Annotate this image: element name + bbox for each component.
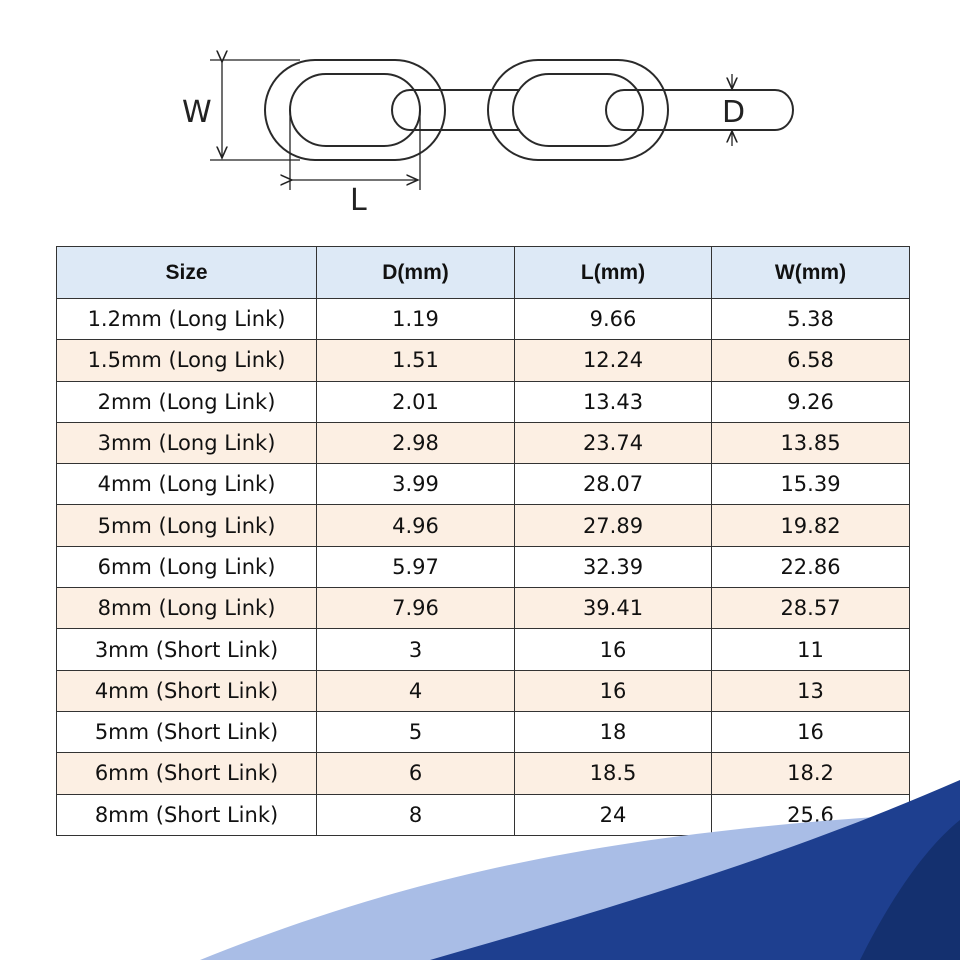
cell-size: 6mm (Long Link): [56, 545, 317, 589]
cell-w: 6.58: [711, 339, 910, 382]
table-row: 3mm (Long Link) 2.98 23.74 13.85: [56, 421, 910, 465]
cell-w: 11: [711, 628, 910, 671]
chain-link-left-inner: [289, 73, 421, 147]
cell-d: 3: [316, 628, 515, 671]
cell-size: 4mm (Long Link): [56, 463, 317, 506]
cell-l: 12.24: [514, 339, 712, 382]
cell-size: 6mm (Short Link): [56, 752, 317, 795]
table-row: 8mm (Short Link) 8 24 25.6: [56, 793, 910, 836]
cell-w: 13.85: [711, 421, 910, 465]
cell-w: 22.86: [711, 545, 910, 589]
cell-d: 6: [316, 752, 515, 795]
label-l: L: [350, 183, 367, 218]
dimension-l: [290, 110, 421, 190]
table-row: 1.5mm (Long Link) 1.51 12.24 6.58: [56, 339, 910, 382]
cell-l: 16: [514, 628, 712, 671]
cell-d: 2.01: [316, 380, 515, 423]
cell-l: 23.74: [514, 421, 712, 465]
cell-l: 18: [514, 710, 712, 754]
cell-d: 1.19: [316, 297, 515, 341]
cell-size: 1.2mm (Long Link): [56, 297, 317, 341]
cell-l: 39.41: [514, 587, 712, 630]
cell-size: 4mm (Short Link): [56, 669, 317, 712]
cell-d: 5.97: [316, 545, 515, 589]
cell-d: 8: [316, 793, 515, 836]
chain-spec-table-wrapper: Size D(mm) L(mm) W(mm) 1.2mm (Long Link)…: [56, 246, 910, 836]
header-w: W(mm): [711, 246, 910, 299]
chain-link-middle-outer: [487, 59, 669, 161]
cell-l: 9.66: [514, 297, 712, 341]
table-row: 5mm (Short Link) 5 18 16: [56, 710, 910, 754]
cell-l: 18.5: [514, 752, 712, 795]
cell-l: 32.39: [514, 545, 712, 589]
cell-d: 3.99: [316, 463, 515, 506]
cell-l: 24: [514, 793, 712, 836]
dimension-w: [210, 60, 300, 161]
header-d: D(mm): [316, 246, 515, 299]
chain-link-side-left: [391, 89, 520, 131]
cell-size: 3mm (Short Link): [56, 628, 317, 671]
cell-w: 25.6: [711, 793, 910, 836]
cell-l: 28.07: [514, 463, 712, 506]
cell-w: 15.39: [711, 463, 910, 506]
cell-size: 5mm (Short Link): [56, 710, 317, 754]
cell-l: 13.43: [514, 380, 712, 423]
chain-diagram-svg: W L D: [182, 0, 794, 218]
cell-size: 2mm (Long Link): [56, 380, 317, 423]
chain-link-left-outer: [264, 59, 446, 161]
cell-d: 2.98: [316, 421, 515, 465]
table-row: 6mm (Short Link) 6 18.5 18.2: [56, 752, 910, 795]
table-row: 4mm (Short Link) 4 16 13: [56, 669, 910, 712]
cell-w: 5.38: [711, 297, 910, 341]
table-row: 2mm (Long Link) 2.01 13.43 9.26: [56, 380, 910, 423]
cell-w: 19.82: [711, 504, 910, 547]
cell-d: 1.51: [316, 339, 515, 382]
table-row: 5mm (Long Link) 4.96 27.89 19.82: [56, 504, 910, 547]
header-l: L(mm): [514, 246, 712, 299]
cell-w: 16: [711, 710, 910, 754]
table-row: 3mm (Short Link) 3 16 11: [56, 628, 910, 671]
table-row: 6mm (Long Link) 5.97 32.39 22.86: [56, 545, 910, 589]
cell-d: 4: [316, 669, 515, 712]
cell-size: 8mm (Long Link): [56, 587, 317, 630]
label-d: D: [722, 95, 745, 130]
table-row: 1.2mm (Long Link) 1.19 9.66 5.38: [56, 297, 910, 341]
cell-size: 3mm (Long Link): [56, 421, 317, 465]
cell-w: 28.57: [711, 587, 910, 630]
chain-spec-table: Size D(mm) L(mm) W(mm) 1.2mm (Long Link)…: [56, 246, 910, 836]
table-row: 4mm (Long Link) 3.99 28.07 15.39: [56, 463, 910, 506]
cell-w: 9.26: [711, 380, 910, 423]
cell-size: 5mm (Long Link): [56, 504, 317, 547]
cell-d: 7.96: [316, 587, 515, 630]
cell-w: 13: [711, 669, 910, 712]
table-row: 8mm (Long Link) 7.96 39.41 28.57: [56, 587, 910, 630]
cell-w: 18.2: [711, 752, 910, 795]
chain-link-middle-inner: [512, 73, 644, 147]
chain-dimension-diagram: W L D: [0, 0, 960, 230]
cell-d: 5: [316, 710, 515, 754]
cell-d: 4.96: [316, 504, 515, 547]
chain-links: [264, 59, 794, 161]
cell-size: 8mm (Short Link): [56, 793, 317, 836]
cell-l: 27.89: [514, 504, 712, 547]
chain-link-side-right: [605, 89, 794, 131]
cell-l: 16: [514, 669, 712, 712]
cell-size: 1.5mm (Long Link): [56, 339, 317, 382]
wave-dark-edge: [860, 820, 960, 960]
table-header-row: Size D(mm) L(mm) W(mm): [56, 246, 910, 299]
label-w: W: [182, 95, 212, 130]
header-size: Size: [56, 246, 317, 299]
